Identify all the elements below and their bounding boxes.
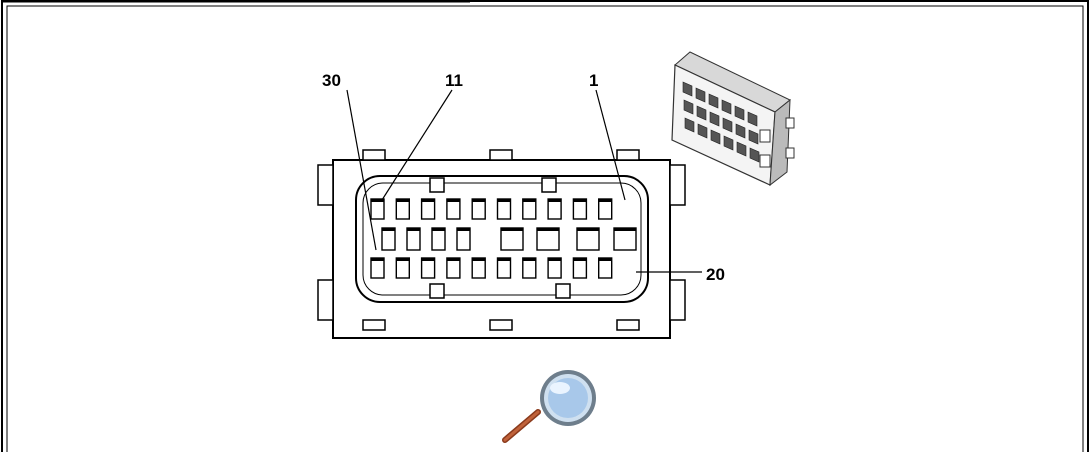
key-tab — [555, 283, 571, 299]
thumbnail-pin — [697, 123, 708, 139]
key-tab — [429, 283, 445, 299]
pin-terminal-cap — [577, 228, 599, 231]
pin-terminal-cap — [371, 199, 384, 202]
key-tab — [541, 177, 557, 193]
housing-tab — [616, 149, 640, 161]
pin-terminal-cap — [614, 228, 636, 231]
thumbnail-pin — [735, 123, 746, 139]
housing-tab — [362, 149, 386, 161]
pin-terminal-cap — [396, 199, 410, 202]
pin-terminal-cap — [522, 199, 536, 202]
leader-line-30 — [346, 89, 377, 251]
pin-terminal — [613, 227, 637, 251]
thumbnail-pin — [708, 93, 719, 109]
thumbnail-pin — [749, 147, 760, 163]
pin-terminal-cap — [497, 258, 511, 261]
pin-terminal — [406, 227, 421, 251]
pin-terminal-cap — [396, 258, 410, 261]
thumbnail-pin — [709, 111, 720, 127]
housing-tab — [489, 149, 513, 161]
leader-line-1 — [595, 89, 626, 201]
pin-terminal — [576, 227, 600, 251]
callout-label: 30 — [322, 71, 341, 90]
pin-terminal-cap — [598, 199, 612, 202]
pin-terminal-cap — [548, 258, 562, 261]
pin-terminal-cap — [421, 199, 435, 202]
pin-terminal — [381, 227, 396, 251]
pin-terminal — [536, 227, 560, 251]
thumbnail-pin — [722, 117, 733, 133]
thumbnail-pin — [696, 105, 707, 121]
pin-terminal — [431, 227, 446, 251]
pin-terminal-cap — [407, 228, 420, 231]
pin-terminal-cap — [446, 258, 460, 261]
pin-terminal-cap — [446, 199, 460, 202]
pin-terminal-cap — [472, 199, 486, 202]
pin-terminal-cap — [421, 258, 435, 261]
pin-terminal — [500, 227, 524, 251]
pin-terminal-cap — [497, 199, 511, 202]
thumbnail-pin — [748, 129, 759, 145]
pin-cavity-inner — [362, 182, 642, 296]
callout-label: 11 — [445, 71, 463, 90]
housing-tab — [362, 319, 386, 331]
pin-terminal-cap — [432, 228, 445, 231]
side-latch — [317, 164, 334, 206]
pin-terminal-cap — [472, 258, 486, 261]
pin-terminal-cap — [457, 228, 470, 231]
thumbnail-pin — [723, 135, 734, 151]
thumbnail-pin — [734, 105, 745, 121]
pin-terminal-cap — [522, 258, 536, 261]
leader-line-11 — [381, 89, 453, 201]
callout-label: 20 — [706, 265, 725, 284]
pin-terminal-cap — [382, 228, 395, 231]
side-latch — [669, 279, 686, 321]
pin-terminal-cap — [548, 199, 562, 202]
key-tab — [429, 177, 445, 193]
pin-terminal-cap — [598, 258, 612, 261]
thumbnail-pin — [695, 87, 706, 103]
thumbnail-pin — [747, 111, 758, 127]
callout-label: 1 — [589, 71, 598, 90]
side-latch — [669, 164, 686, 206]
thumbnail-pin — [736, 141, 747, 157]
pin-terminal-cap — [371, 258, 384, 261]
thumbnail-pin — [721, 99, 732, 115]
connector-3d-icon — [671, 51, 795, 187]
pin-terminal-cap — [501, 228, 523, 231]
pin-terminal-cap — [573, 258, 587, 261]
pin-terminal-cap — [573, 199, 587, 202]
thumbnail-pins — [682, 81, 760, 163]
connector-face — [317, 149, 686, 339]
housing-tab — [489, 319, 513, 331]
thumbnail-pin — [683, 99, 694, 115]
thumbnail-pin — [684, 117, 695, 133]
pin-terminal-cap — [537, 228, 559, 231]
magnifier-icon[interactable] — [502, 370, 596, 443]
diagram-frame-inner — [6, 5, 1084, 452]
pin-grid — [370, 198, 637, 279]
thumbnail-pin — [710, 129, 721, 145]
housing-tab — [616, 319, 640, 331]
thumbnail-pin — [682, 81, 693, 97]
pin-terminal — [456, 227, 471, 251]
side-latch — [317, 279, 334, 321]
